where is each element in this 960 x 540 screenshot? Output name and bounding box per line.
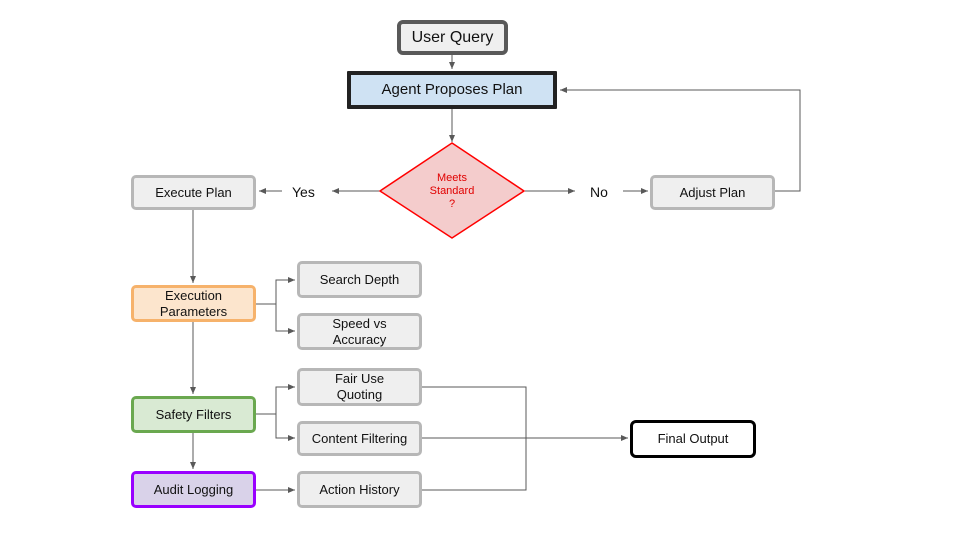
fair-use-quoting-text: Fair Use Quoting xyxy=(334,371,385,402)
speed-vs-accuracy-node: Speed vs Accuracy xyxy=(297,313,422,350)
agent-proposes-plan-text: Agent Proposes Plan xyxy=(381,81,523,98)
edge-safety-to-fair xyxy=(256,384,295,415)
speed-vs-accuracy-text: Speed vs Accuracy xyxy=(332,315,387,347)
audit-logging-text: Audit Logging xyxy=(153,481,234,497)
execution-parameters-node: Execution Parameters xyxy=(131,285,256,322)
content-filtering-text: Content Filtering xyxy=(311,430,408,446)
action-history-node: Action History xyxy=(297,471,422,508)
edge-fair-to-final xyxy=(422,386,527,438)
yes-label: Yes xyxy=(290,184,317,200)
edge-safety-to-content xyxy=(275,414,295,441)
audit-logging-node: Audit Logging xyxy=(131,471,256,508)
final-output-node: Final Output xyxy=(630,420,756,458)
safety-filters-text: Safety Filters xyxy=(155,406,232,422)
user-query-text: User Query xyxy=(411,28,494,46)
edge-params-to-depth xyxy=(256,277,295,305)
decision-diamond xyxy=(378,142,526,239)
execution-parameters-text: Execution Parameters xyxy=(159,287,228,319)
no-label: No xyxy=(588,184,610,200)
adjust-plan-node: Adjust Plan xyxy=(650,175,775,210)
decision-label: Meets Standard ? xyxy=(429,172,475,210)
content-filtering-node: Content Filtering xyxy=(297,421,422,456)
edge-params-to-speed xyxy=(275,304,295,334)
action-history-text: Action History xyxy=(319,481,400,497)
safety-filters-node: Safety Filters xyxy=(131,396,256,433)
fair-use-quoting-node: Fair Use Quoting xyxy=(297,368,422,406)
execute-plan-node: Execute Plan xyxy=(131,175,256,210)
search-depth-node: Search Depth xyxy=(297,261,422,298)
execute-plan-text: Execute Plan xyxy=(155,184,232,200)
final-output-text: Final Output xyxy=(657,431,729,446)
user-query-node: User Query xyxy=(397,20,508,55)
adjust-plan-text: Adjust Plan xyxy=(679,184,746,200)
search-depth-text: Search Depth xyxy=(319,271,400,287)
agent-proposes-plan-node: Agent Proposes Plan xyxy=(347,71,557,109)
edge-adjust-to-plan xyxy=(560,87,801,192)
edge-history-to-final xyxy=(422,438,527,491)
